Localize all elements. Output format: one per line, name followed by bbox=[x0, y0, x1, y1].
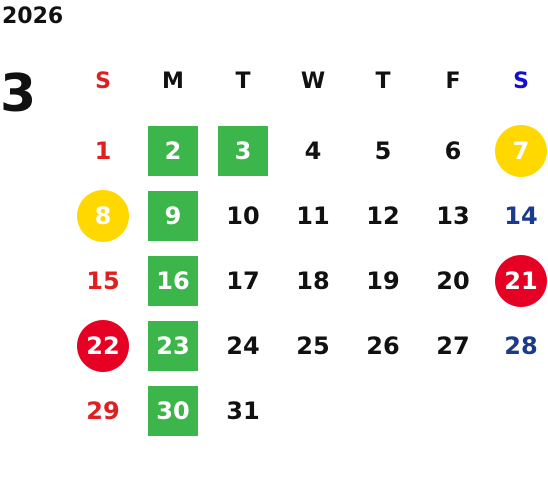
day-cell-12[interactable]: 12 bbox=[353, 191, 413, 241]
day-number: 21 bbox=[495, 255, 547, 307]
day-number: 4 bbox=[304, 137, 322, 165]
day-cell-10[interactable]: 10 bbox=[213, 191, 273, 241]
day-cell-16[interactable]: 16 bbox=[143, 256, 203, 306]
weekday-header-2: T bbox=[235, 68, 251, 94]
day-number: 23 bbox=[148, 321, 198, 371]
day-cell-22[interactable]: 22 bbox=[73, 320, 133, 372]
day-cell-26[interactable]: 26 bbox=[353, 321, 413, 371]
day-cell-13[interactable]: 13 bbox=[423, 191, 483, 241]
day-number: 13 bbox=[436, 202, 470, 230]
day-cell-23[interactable]: 23 bbox=[143, 321, 203, 371]
day-number: 2 bbox=[148, 126, 198, 176]
day-cell-27[interactable]: 27 bbox=[423, 321, 483, 371]
day-cell-25[interactable]: 25 bbox=[283, 321, 343, 371]
day-cell-14[interactable]: 14 bbox=[491, 191, 548, 241]
day-number: 28 bbox=[504, 332, 538, 360]
day-number: 1 bbox=[94, 137, 112, 165]
day-number: 20 bbox=[436, 267, 470, 295]
day-cell-30[interactable]: 30 bbox=[143, 386, 203, 436]
calendar-month: 3 bbox=[0, 64, 37, 124]
day-number: 31 bbox=[226, 397, 260, 425]
day-cell-11[interactable]: 11 bbox=[283, 191, 343, 241]
day-number: 14 bbox=[504, 202, 538, 230]
day-cell-17[interactable]: 17 bbox=[213, 256, 273, 306]
day-cell-15[interactable]: 15 bbox=[73, 256, 133, 306]
weekday-header-3: W bbox=[300, 68, 326, 94]
day-cell-21[interactable]: 21 bbox=[491, 255, 548, 307]
day-number: 11 bbox=[296, 202, 330, 230]
day-cell-4[interactable]: 4 bbox=[283, 126, 343, 176]
day-number: 25 bbox=[296, 332, 330, 360]
day-number: 8 bbox=[77, 190, 129, 242]
day-cell-31[interactable]: 31 bbox=[213, 386, 273, 436]
day-number: 16 bbox=[148, 256, 198, 306]
day-cell-18[interactable]: 18 bbox=[283, 256, 343, 306]
day-cell-2[interactable]: 2 bbox=[143, 126, 203, 176]
day-cell-3[interactable]: 3 bbox=[213, 126, 273, 176]
day-number: 3 bbox=[218, 126, 268, 176]
day-number: 27 bbox=[436, 332, 470, 360]
day-cell-29[interactable]: 29 bbox=[73, 386, 133, 436]
weekday-header-4: T bbox=[375, 68, 391, 94]
weekday-header-0: S bbox=[95, 68, 111, 94]
day-cell-5[interactable]: 5 bbox=[353, 126, 413, 176]
day-number: 5 bbox=[374, 137, 392, 165]
day-number: 9 bbox=[148, 191, 198, 241]
day-cell-9[interactable]: 9 bbox=[143, 191, 203, 241]
day-cell-19[interactable]: 19 bbox=[353, 256, 413, 306]
day-cell-20[interactable]: 20 bbox=[423, 256, 483, 306]
day-number: 15 bbox=[86, 267, 120, 295]
weekday-header-6: S bbox=[513, 68, 529, 94]
day-number: 29 bbox=[86, 397, 120, 425]
day-cell-1[interactable]: 1 bbox=[73, 126, 133, 176]
day-number: 22 bbox=[77, 320, 129, 372]
weekday-header-1: M bbox=[162, 68, 184, 94]
day-number: 24 bbox=[226, 332, 260, 360]
day-number: 17 bbox=[226, 267, 260, 295]
day-number: 7 bbox=[495, 125, 547, 177]
day-number: 26 bbox=[366, 332, 400, 360]
day-number: 10 bbox=[226, 202, 260, 230]
day-number: 30 bbox=[148, 386, 198, 436]
day-number: 6 bbox=[444, 137, 462, 165]
day-number: 18 bbox=[296, 267, 330, 295]
weekday-header-5: F bbox=[445, 68, 461, 94]
calendar-year: 2026 bbox=[2, 4, 64, 29]
day-cell-7[interactable]: 7 bbox=[491, 125, 548, 177]
day-cell-6[interactable]: 6 bbox=[423, 126, 483, 176]
day-cell-24[interactable]: 24 bbox=[213, 321, 273, 371]
day-number: 12 bbox=[366, 202, 400, 230]
day-number: 19 bbox=[366, 267, 400, 295]
day-cell-8[interactable]: 8 bbox=[73, 190, 133, 242]
day-cell-28[interactable]: 28 bbox=[491, 321, 548, 371]
